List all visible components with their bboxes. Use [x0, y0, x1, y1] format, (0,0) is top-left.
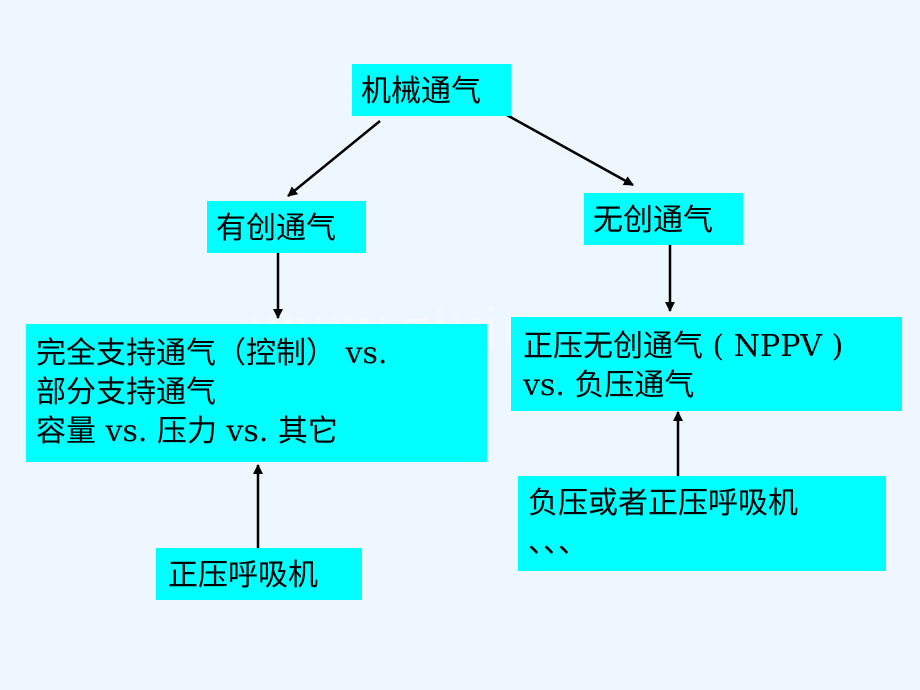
invasive-detail-line-2: 部分支持通气	[36, 375, 216, 410]
noninvasive-detail-line-2: vs. 负压通气	[523, 368, 695, 403]
neg-or-pos-ventilator-line-1: 负压或者正压呼吸机	[528, 486, 798, 521]
node-invasive-detail: 完全支持通气（控制） vs. 部分支持通气 容量 vs. 压力 vs. 其它	[26, 324, 487, 462]
noninvasive-detail-line-1: 正压无创通气 ( NPPV )	[523, 329, 844, 364]
node-invasive-ventilation-label: 有创通气	[216, 211, 336, 246]
node-noninvasive-ventilation: 无创通气	[584, 193, 743, 245]
node-positive-pressure-ventilator-label: 正压呼吸机	[168, 558, 318, 593]
neg-or-pos-ventilator-line-2: 、、、	[528, 525, 588, 560]
node-positive-pressure-ventilator: 正压呼吸机	[156, 548, 362, 600]
node-invasive-ventilation: 有创通气	[207, 201, 366, 253]
node-noninvasive-ventilation-label: 无创通气	[593, 203, 713, 238]
node-negative-or-positive-ventilator: 负压或者正压呼吸机 、、、	[518, 476, 886, 571]
invasive-detail-line-1: 完全支持通气（控制） vs.	[36, 336, 388, 371]
node-mechanical-ventilation-label: 机械通气	[361, 74, 481, 109]
node-noninvasive-detail: 正压无创通气 ( NPPV ) vs. 负压通气	[511, 317, 902, 411]
arrow-root-to-invasive	[287, 120, 381, 197]
invasive-detail-line-3: 容量 vs. 压力 vs. 其它	[36, 414, 338, 449]
node-mechanical-ventilation: 机械通气	[352, 64, 511, 116]
arrow-root-to-noninvasive	[504, 112, 634, 187]
